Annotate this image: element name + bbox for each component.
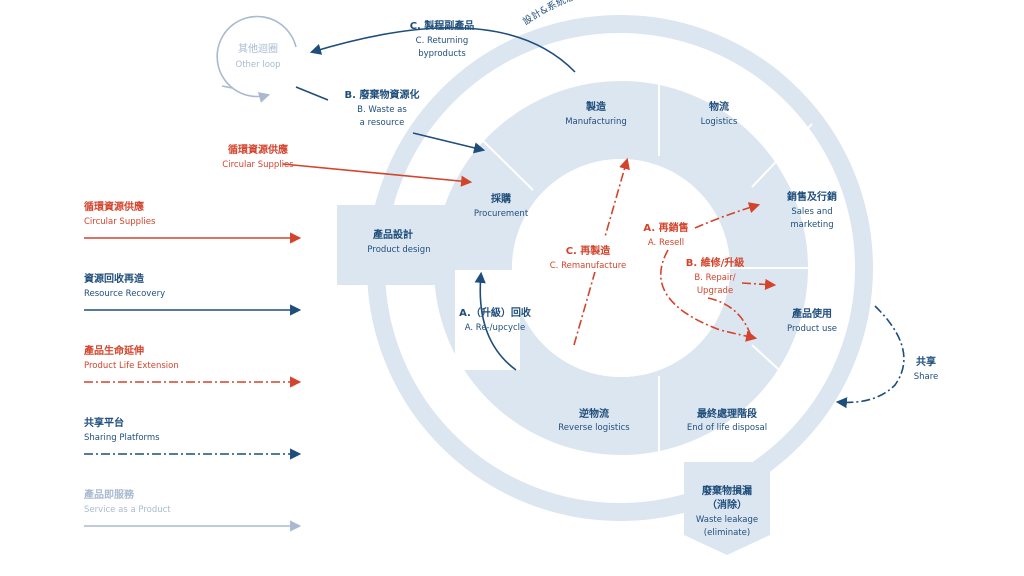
svg-text:B. 廢棄物資源化: B. 廢棄物資源化 bbox=[345, 88, 420, 101]
svg-text:Product use: Product use bbox=[787, 324, 837, 334]
svg-text:B. Repair/: B. Repair/ bbox=[694, 273, 735, 283]
stage-product-use: 產品使用 Product use bbox=[787, 307, 837, 334]
circular-supplies-top-arrow bbox=[282, 163, 473, 187]
svg-text:逆物流: 逆物流 bbox=[579, 407, 609, 420]
svg-text:共享: 共享 bbox=[916, 355, 936, 368]
svg-text:Reverse logistics: Reverse logistics bbox=[558, 423, 630, 433]
legend-item-zh: 資源回收再造 bbox=[84, 272, 145, 285]
svg-text:B. Waste as: B. Waste as bbox=[357, 105, 407, 115]
svg-text:Logistics: Logistics bbox=[701, 117, 738, 127]
svg-text:其他迴圈: 其他迴圈 bbox=[238, 42, 278, 55]
legend-item-zh: 產品生命延伸 bbox=[83, 344, 144, 357]
waste-leakage-box bbox=[684, 462, 770, 555]
other-loop: 其他迴圈 Other loop bbox=[216, 15, 297, 103]
svg-text:產品設計: 產品設計 bbox=[372, 228, 413, 241]
svg-text:廢棄物損漏: 廢棄物損漏 bbox=[702, 484, 752, 497]
svg-text:Share: Share bbox=[914, 372, 939, 382]
returning-byproducts-label: C. 製程副產品 C. Returning byproducts bbox=[410, 19, 475, 59]
waste-resource-arrow bbox=[412, 132, 486, 154]
waste-leakage-label: 廢棄物損漏 （消除） Waste leakage (eliminate) bbox=[696, 484, 758, 538]
svg-text:Other loop: Other loop bbox=[236, 60, 281, 70]
re-upcycle-arrow bbox=[474, 271, 517, 371]
svg-text:C. 製程副產品: C. 製程副產品 bbox=[410, 19, 475, 32]
remanufacture-label: C. 再製造 C. Remanufacture bbox=[550, 244, 627, 271]
resell-arrow bbox=[694, 202, 761, 229]
svg-text:Procurement: Procurement bbox=[474, 209, 529, 219]
reverse-logistics-tab bbox=[514, 372, 600, 452]
share-label: 共享 Share bbox=[914, 355, 939, 382]
svg-text:C. Returning: C. Returning bbox=[416, 36, 469, 46]
svg-text:製造: 製造 bbox=[585, 100, 607, 113]
legend: 循環資源供應 Circular Supplies 資源回收再造 Resource Re… bbox=[83, 200, 302, 532]
stage-reverse-logistics: 逆物流 Reverse logistics bbox=[558, 407, 630, 433]
share-label-bg bbox=[905, 350, 943, 384]
svg-text:A. Resell: A. Resell bbox=[648, 238, 684, 248]
legend-item-en: Service as a Product bbox=[84, 505, 171, 515]
legend-item-zh: 循環資源供應 bbox=[84, 200, 144, 213]
stage-manufacturing: 製造 Manufacturing bbox=[565, 100, 627, 127]
svg-text:marketing: marketing bbox=[790, 220, 833, 230]
repair-label: B. 維修/升級 B. Repair/ Upgrade bbox=[686, 256, 745, 296]
svg-text:產品使用: 產品使用 bbox=[791, 307, 832, 320]
repair-arrow-loop bbox=[659, 249, 758, 342]
svg-text:銷售及行銷: 銷售及行銷 bbox=[787, 190, 837, 203]
svg-text:C. Remanufacture: C. Remanufacture bbox=[550, 261, 627, 271]
svg-text:Waste leakage: Waste leakage bbox=[696, 515, 758, 525]
returning-byproducts-arrow bbox=[309, 27, 576, 73]
svg-text:Manufacturing: Manufacturing bbox=[565, 117, 627, 127]
waste-resource-arrow-in bbox=[295, 86, 329, 101]
waste-resource-label: B. 廢棄物資源化 B. Waste as a resource bbox=[345, 88, 420, 128]
svg-text:B. 維修/升級: B. 維修/升級 bbox=[686, 256, 745, 269]
svg-text:物流: 物流 bbox=[709, 100, 729, 113]
svg-text:最終處理階段: 最終處理階段 bbox=[697, 407, 757, 420]
product-design-label: 產品設計 Product design bbox=[367, 228, 430, 255]
reverse-gap bbox=[455, 270, 520, 370]
svg-text:Sales and: Sales and bbox=[791, 207, 832, 217]
stage-logistics: 物流 Logistics bbox=[701, 100, 738, 127]
repair-arrow-lower bbox=[707, 297, 752, 337]
svg-text:End of life disposal: End of life disposal bbox=[687, 423, 767, 433]
remanufacture-label-bg bbox=[556, 238, 634, 272]
repair-arrow-right bbox=[741, 278, 777, 291]
legend-item-zh: 共享平台 bbox=[84, 416, 124, 429]
legend-item-en: Product Life Extension bbox=[84, 361, 179, 371]
legend-item: 共享平台 Sharing Platforms bbox=[84, 416, 302, 460]
svg-text:Product design: Product design bbox=[367, 245, 430, 255]
svg-text:(eliminate): (eliminate) bbox=[704, 528, 750, 538]
svg-text:A. Re-/upcycle: A. Re-/upcycle bbox=[465, 323, 526, 333]
remanufacture-arrow bbox=[573, 157, 630, 346]
svg-text:byproducts: byproducts bbox=[418, 49, 466, 59]
svg-text:A.（升級）回收: A.（升級）回收 bbox=[459, 306, 531, 319]
resell-label: A. 再銷售 A. Resell bbox=[643, 221, 688, 248]
svg-text:a resource: a resource bbox=[360, 118, 405, 128]
circular-supplies-top-label: 循環資源供應 Circular Supplies bbox=[222, 143, 294, 170]
legend-item-en: Sharing Platforms bbox=[84, 433, 160, 443]
legend-item: 產品生命延伸 Product Life Extension bbox=[83, 344, 302, 388]
product-design-box bbox=[337, 205, 462, 285]
svg-text:Upgrade: Upgrade bbox=[697, 286, 733, 296]
legend-item-zh: 產品即服務 bbox=[83, 488, 135, 501]
segment-dividers bbox=[469, 64, 813, 462]
stage-end-of-life: 最終處理階段 End of life disposal bbox=[687, 407, 767, 433]
legend-item: 產品即服務 Service as a Product bbox=[83, 488, 302, 532]
svg-text:C. 再製造: C. 再製造 bbox=[566, 244, 612, 257]
re-upcycle-label: A.（升級）回收 A. Re-/upcycle bbox=[459, 306, 531, 333]
stage-procurement: 採購 Procurement bbox=[474, 192, 529, 219]
share-arrow bbox=[835, 305, 905, 409]
svg-text:（消除）: （消除） bbox=[707, 498, 747, 511]
legend-item-en: Circular Supplies bbox=[84, 217, 156, 227]
legend-item-en: Resource Recovery bbox=[84, 289, 165, 299]
svg-text:循環資源供應: 循環資源供應 bbox=[228, 143, 288, 156]
svg-text:A. 再銷售: A. 再銷售 bbox=[643, 221, 688, 234]
svg-text:採購: 採購 bbox=[491, 192, 511, 205]
legend-item: 資源回收再造 Resource Recovery bbox=[84, 272, 302, 316]
svg-text:Circular Supplies: Circular Supplies bbox=[222, 160, 294, 170]
stage-sales: 銷售及行銷 Sales and marketing bbox=[787, 190, 837, 230]
legend-item: 循環資源供應 Circular Supplies bbox=[84, 200, 302, 244]
